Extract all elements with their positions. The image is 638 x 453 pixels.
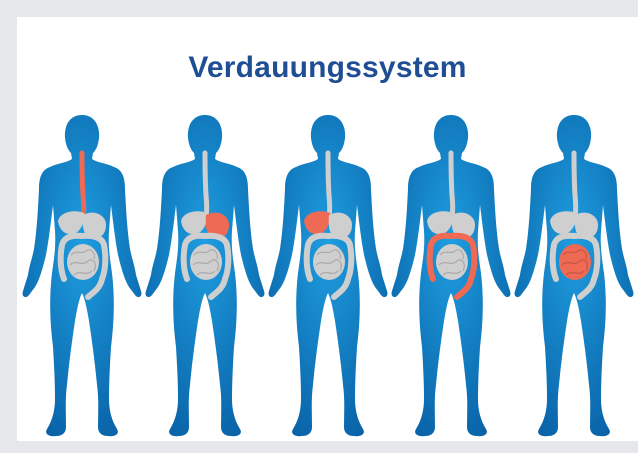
figure-stomach [143,109,267,445]
page-title: Verdauungssystem [17,51,638,85]
figure-liver [266,109,390,445]
esophagus [451,153,453,217]
illustration-panel: Verdauungssystem [17,17,638,441]
esophagus [82,153,84,217]
esophagus [205,153,207,217]
body-figure-liver [266,109,390,445]
figure-esophagus [20,109,144,445]
body-figure-large-intestine [389,109,513,445]
esophagus [574,153,576,217]
body-figure-small-intestine [512,109,636,445]
figure-large-intestine [389,109,513,445]
body-figure-stomach [143,109,267,445]
figure-small-intestine [512,109,636,445]
body-figure-esophagus [20,109,144,445]
esophagus [328,153,330,217]
